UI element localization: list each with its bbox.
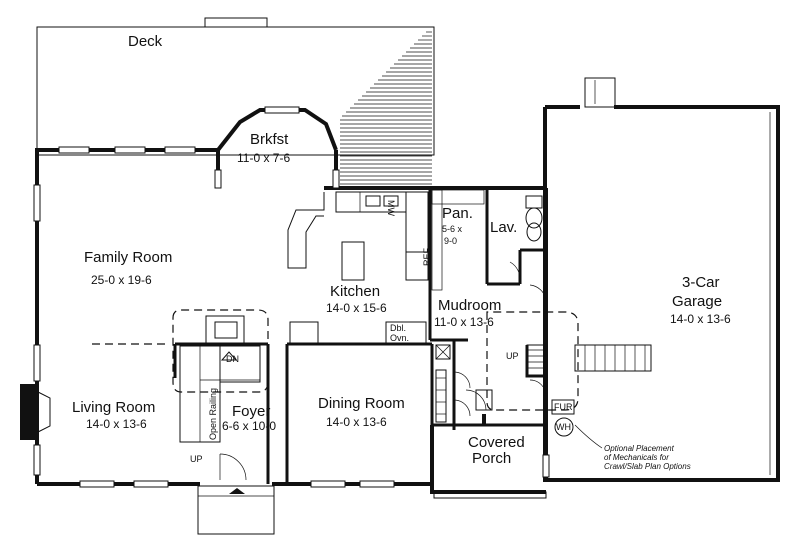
- water-heater: [554, 417, 574, 437]
- garage-name-1: 3-Car: [682, 274, 720, 291]
- lav-fixtures: [525, 195, 543, 242]
- note-line-2: of Mechanicals for: [604, 453, 669, 462]
- porch-name-1: Covered: [468, 434, 525, 451]
- foyer-dimensions: 6-6 x 10-0: [222, 419, 276, 433]
- pantry-dimensions-1: 5-6 x: [442, 224, 463, 234]
- kitchen-name: Kitchen: [330, 283, 380, 300]
- front-steps: [197, 485, 275, 535]
- garage-stair-up-label: UP: [506, 351, 519, 361]
- windows: [33, 106, 550, 488]
- microwave-label: MW: [386, 200, 396, 216]
- garage-dimensions: 14-0 x 13-6: [670, 312, 731, 326]
- brkfst-name: Brkfst: [250, 131, 289, 148]
- living-room-dimensions: 14-0 x 13-6: [86, 417, 147, 431]
- ref-label: REF: [422, 247, 432, 266]
- living-room-name: Living Room: [72, 399, 155, 416]
- furnace-label: FUR: [554, 402, 573, 412]
- doors: [219, 261, 547, 481]
- garage-steps: [574, 344, 652, 372]
- note-line-3: Crawl/Slab Plan Options: [604, 462, 691, 471]
- lav-name: Lav.: [490, 219, 517, 236]
- pantry-name: Pan.: [442, 205, 473, 222]
- note-leader: [574, 424, 603, 449]
- deck: Deck: [36, 17, 435, 185]
- note-line-1: Optional Placement: [604, 444, 675, 453]
- garage: 3-Car Garage 14-0 x 13-6 FUR WH Optional…: [543, 77, 780, 482]
- oven-label-2: Ovn.: [390, 333, 409, 343]
- mudroom-name: Mudroom: [438, 297, 501, 314]
- pantry-dimensions-2: 9-0: [444, 236, 457, 246]
- kitchen-dimensions: 14-0 x 15-6: [326, 301, 387, 315]
- brkfst-dimensions: 11-0 x 7-6: [237, 151, 290, 165]
- room-labels: Brkfst 11-0 x 7-6 Family Room 25-0 x 19-…: [72, 131, 525, 467]
- stair-down-label: DN: [226, 354, 239, 364]
- pantry-shelves: [431, 189, 485, 291]
- stair-up-label: UP: [190, 454, 203, 464]
- deck-label: Deck: [128, 33, 163, 50]
- exterior-walls: [20, 108, 548, 494]
- family-room-name: Family Room: [84, 249, 172, 266]
- porch-name-2: Porch: [472, 450, 511, 467]
- porch-steps: [433, 389, 547, 499]
- garage-bump: [584, 77, 616, 108]
- dining-room-name: Dining Room: [318, 395, 405, 412]
- open-railing-label: Open Railing: [208, 388, 218, 440]
- garage-name-2: Garage: [672, 293, 722, 310]
- foyer-name: Foyer: [232, 403, 270, 420]
- family-room-dimensions: 25-0 x 19-6: [91, 273, 152, 287]
- deck-hatching: [340, 31, 432, 185]
- oven-label-1: Dbl.: [390, 323, 406, 333]
- kitchen-cabinets: MW REF Dbl. Ovn.: [287, 191, 432, 345]
- water-heater-label: WH: [556, 422, 571, 432]
- dining-room-dimensions: 14-0 x 13-6: [326, 415, 387, 429]
- mudroom-dimensions: 11-0 x 13-6: [434, 315, 494, 329]
- main-stairs: [179, 315, 261, 443]
